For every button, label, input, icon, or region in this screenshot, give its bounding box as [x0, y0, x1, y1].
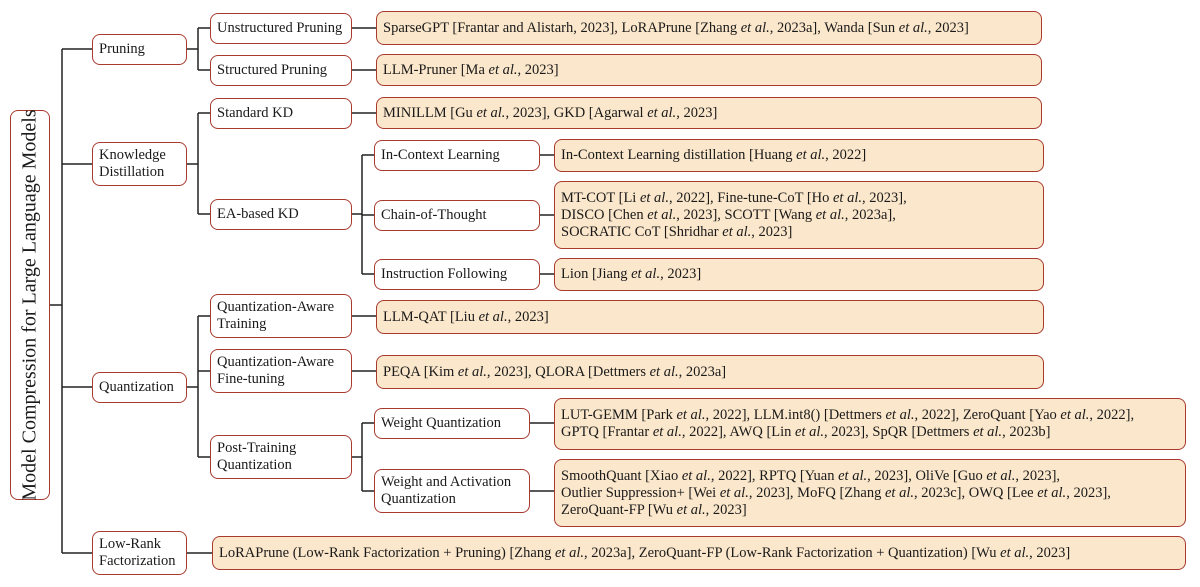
subcategory-structured-pruning: Structured Pruning [210, 55, 352, 86]
category-lowrank-label-line2: Factorization [99, 553, 176, 569]
category-low-rank-factorization: Low-Rank Factorization [92, 531, 187, 575]
subsub-icl-label: In-Context Learning [381, 147, 500, 163]
leaf-text-line1: SmoothQuant [Xiao et al., 2022], RPTQ [Y… [561, 467, 1061, 484]
leaf-text: LLM-Pruner [Ma et al., 2023] [383, 61, 559, 78]
subcategory-ea-based-kd: EA-based KD [210, 199, 352, 230]
leaf-text-line1: MT-COT [Li et al., 2022], Fine-tune-CoT … [561, 189, 907, 206]
leaf-text-line2: GPTQ [Frantar et al., 2022], AWQ [Lin et… [561, 424, 1051, 440]
subcategory-qaf-label-line1: Quantization-Aware [217, 354, 335, 370]
category-quantization-label: Quantization [99, 379, 174, 395]
leaf-instruction-following: Lion [Jiang et al., 2023] [554, 258, 1044, 291]
subcategory-ptq-label-line2: Quantization [217, 457, 292, 473]
leaf-weight-quantization: LUT-GEMM [Park et al., 2022], LLM.int8()… [554, 398, 1186, 450]
subcategory-post-training-quantization: Post-Training Quantization [210, 435, 352, 479]
leaf-quantization-aware-training: LLM-QAT [Liu et al., 2023] [376, 300, 1044, 334]
subcategory-unstructured-label: Unstructured Pruning [217, 20, 343, 36]
category-quantization: Quantization [92, 372, 187, 403]
connector-quantization [187, 315, 210, 458]
leaf-weight-and-activation-quantization: SmoothQuant [Xiao et al., 2022], RPTQ [Y… [554, 459, 1186, 527]
leaf-text: MINILLM [Gu et al., 2023], GKD [Agarwal … [383, 104, 718, 121]
subcategory-ptq-label-line1: Post-Training [217, 440, 297, 456]
leaf-text: LLM-QAT [Liu et al., 2023] [383, 308, 549, 325]
leaf-text: In-Context Learning distillation [Huang … [561, 147, 867, 163]
leaf-text-line2: DISCO [Chen et al., 2023], SCOTT [Wang e… [561, 206, 896, 223]
subcategory-qaf-label-line2: Fine-tuning [217, 371, 285, 387]
leaf-unstructured-pruning: SparseGPT [Frantar and Alistarh, 2023], … [376, 11, 1042, 45]
subsub-wa-q-label-line1: Weight and Activation [381, 474, 512, 490]
subsub-wa-q-label-line2: Quantization [381, 491, 456, 507]
subcategory-quantization-aware-training: Quantization-Aware Training [210, 294, 352, 338]
subcategory-structured-label: Structured Pruning [217, 62, 327, 78]
connector-kd [187, 112, 210, 215]
subsub-cot-label: Chain-of-Thought [381, 207, 487, 223]
leaf-text-line1: LUT-GEMM [Park et al., 2022], LLM.int8()… [561, 407, 1135, 423]
category-pruning-label: Pruning [99, 41, 145, 57]
leaf-text-line3: ZeroQuant-FP [Wu et al., 2023] [561, 501, 747, 518]
subsub-chain-of-thought: Chain-of-Thought [374, 200, 540, 231]
leaf-text: SparseGPT [Frantar and Alistarh, 2023], … [383, 19, 969, 36]
subcategory-qat-label-line2: Training [217, 316, 267, 332]
subcategory-unstructured-pruning: Unstructured Pruning [210, 13, 352, 44]
subcategory-standard-kd-label: Standard KD [217, 105, 294, 121]
category-lowrank-label-line1: Low-Rank [99, 536, 162, 552]
subsub-instruction-following: Instruction Following [374, 259, 540, 290]
subcategory-qat-label-line1: Quantization-Aware [217, 299, 335, 315]
subsub-in-context-learning: In-Context Learning [374, 140, 540, 171]
subcategory-quantization-aware-fine-tuning: Quantization-Aware Fine-tuning [210, 349, 352, 393]
leaf-chain-of-thought: MT-COT [Li et al., 2022], Fine-tune-CoT … [554, 181, 1044, 249]
subcategory-ea-kd-label: EA-based KD [217, 206, 299, 222]
leaf-quantization-aware-fine-tuning: PEQA [Kim et al., 2023], QLORA [Dettmers… [376, 355, 1044, 389]
connector-root [50, 48, 92, 554]
leaf-low-rank-factorization: LoRAPrune (Low-Rank Factorization + Prun… [212, 536, 1186, 570]
category-pruning: Pruning [92, 34, 187, 65]
connector-ea-kd [352, 154, 374, 275]
leaf-structured-pruning: LLM-Pruner [Ma et al., 2023] [376, 54, 1042, 86]
subsub-weight-quantization: Weight Quantization [374, 408, 530, 439]
subsub-weight-q-label: Weight Quantization [381, 415, 502, 431]
category-kd-label-line1: Knowledge [99, 147, 166, 163]
subcategory-standard-kd: Standard KD [210, 98, 352, 129]
root-label: Model Compression for Large Language Mod… [18, 109, 41, 501]
root-node: Model Compression for Large Language Mod… [10, 109, 50, 501]
category-kd-label-line2: Distillation [99, 164, 165, 180]
leaf-in-context-learning: In-Context Learning distillation [Huang … [554, 139, 1044, 172]
subsub-instr-label: Instruction Following [381, 266, 508, 282]
leaf-text-line2: Outlier Suppression+ [Wei et al., 2023],… [561, 484, 1111, 501]
leaf-text: Lion [Jiang et al., 2023] [561, 266, 702, 282]
leaf-text: PEQA [Kim et al., 2023], QLORA [Dettmers… [383, 363, 727, 380]
category-knowledge-distillation: Knowledge Distillation [92, 142, 187, 186]
subsub-weight-and-activation-quantization: Weight and Activation Quantization [374, 469, 530, 513]
leaf-text: LoRAPrune (Low-Rank Factorization + Prun… [219, 544, 1071, 561]
connector-ptq [352, 422, 374, 492]
connector-pruning [187, 27, 210, 71]
leaf-standard-kd: MINILLM [Gu et al., 2023], GKD [Agarwal … [376, 97, 1042, 129]
leaf-text-line3: SOCRATIC CoT [Shridhar et al., 2023] [561, 223, 793, 240]
